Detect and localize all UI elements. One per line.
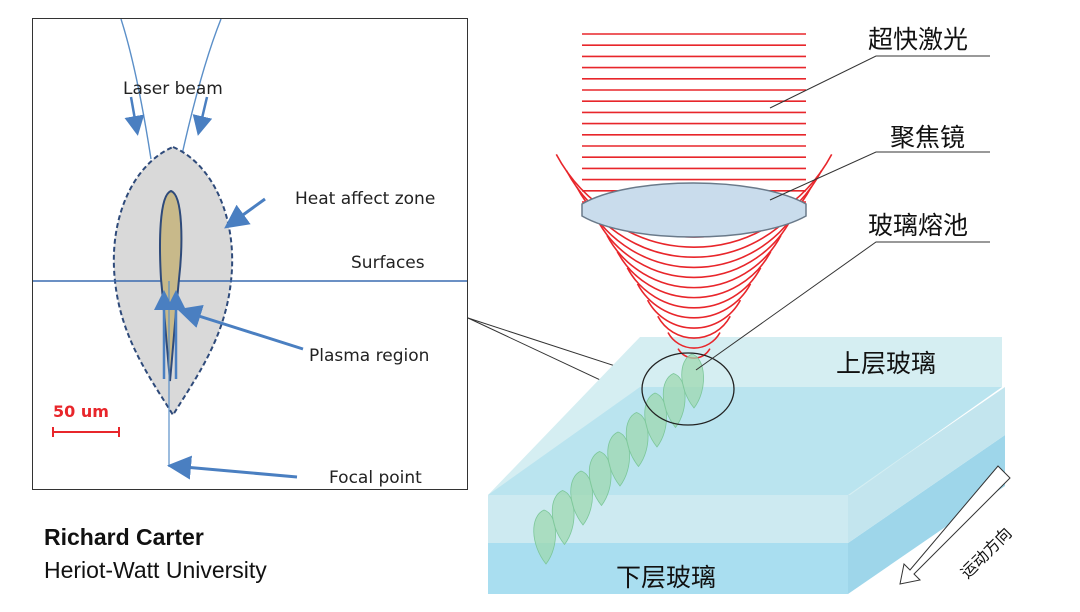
laser-arrow-left [124,96,145,136]
laser-beam-label: Laser beam [123,79,223,99]
author-affiliation: Heriot-Watt University [44,557,267,583]
lens-label: 聚焦镜 [890,123,966,152]
laser-focus-arc [667,332,721,349]
author-name: Richard Carter [44,524,204,550]
melt-pool-droplet [607,431,630,487]
focal-pointer-arrow [167,455,298,480]
plasma-region [159,189,183,382]
melt-label-leader [695,241,990,371]
melt-pool-droplet [570,470,593,526]
plasma-pointer-arrow [177,304,304,351]
melt-pool-trail [533,353,704,565]
laser-focus-arc [585,202,803,269]
heat-zone-pointer-arrow [224,197,266,229]
laser-beam-lines [582,33,806,203]
laser-beam-right-ray [180,19,222,160]
heat-affect-zone-label: Heat affect zone [295,189,436,209]
focal-point-label: Focal point [329,468,422,488]
focusing-lens [581,182,807,238]
melt-pool-label: 玻璃熔池 [868,211,969,240]
inset-diagram-graphic [33,19,467,480]
upper-glass-label: 上层玻璃 [836,349,937,378]
melt-pool-droplet [551,490,575,546]
scale-bar-label: 50 um [53,402,109,421]
plasma-region-label: Plasma region [309,346,430,366]
laser-focus-arc [636,283,752,319]
melt-pool-highlight-circle [641,352,735,426]
lower-glass-side [848,435,1005,594]
laser-beam-left-ray [120,19,152,160]
melt-pool-droplet [644,392,667,448]
laser-label-leader [769,55,990,109]
melt-pool-droplet [662,373,686,429]
laser-focus-arc [626,267,762,309]
laser-focus-arc [616,251,772,299]
lens-label-leader [769,151,990,201]
laser-focus-arc [646,299,742,329]
laser-label: 超快激光 [868,25,969,54]
lower-glass-label: 下层玻璃 [616,563,717,592]
melt-pool-droplet [681,353,704,409]
upper-glass-side [848,387,1005,543]
laser-focus-arc [606,234,782,289]
laser-focus-arc [657,315,731,339]
inset-diagram-panel: Laser beam Heat affect zone Surfaces Pla… [32,18,468,490]
lower-glass-front [488,543,848,594]
motion-direction-arrow [899,465,1011,585]
surfaces-label: Surfaces [351,253,425,273]
melt-pool-droplet [625,412,649,468]
melt-pool-droplet [533,509,556,565]
melt-pool-droplet [588,451,612,507]
laser-arrow-right [192,96,213,136]
laser-focus-arc [596,218,792,279]
